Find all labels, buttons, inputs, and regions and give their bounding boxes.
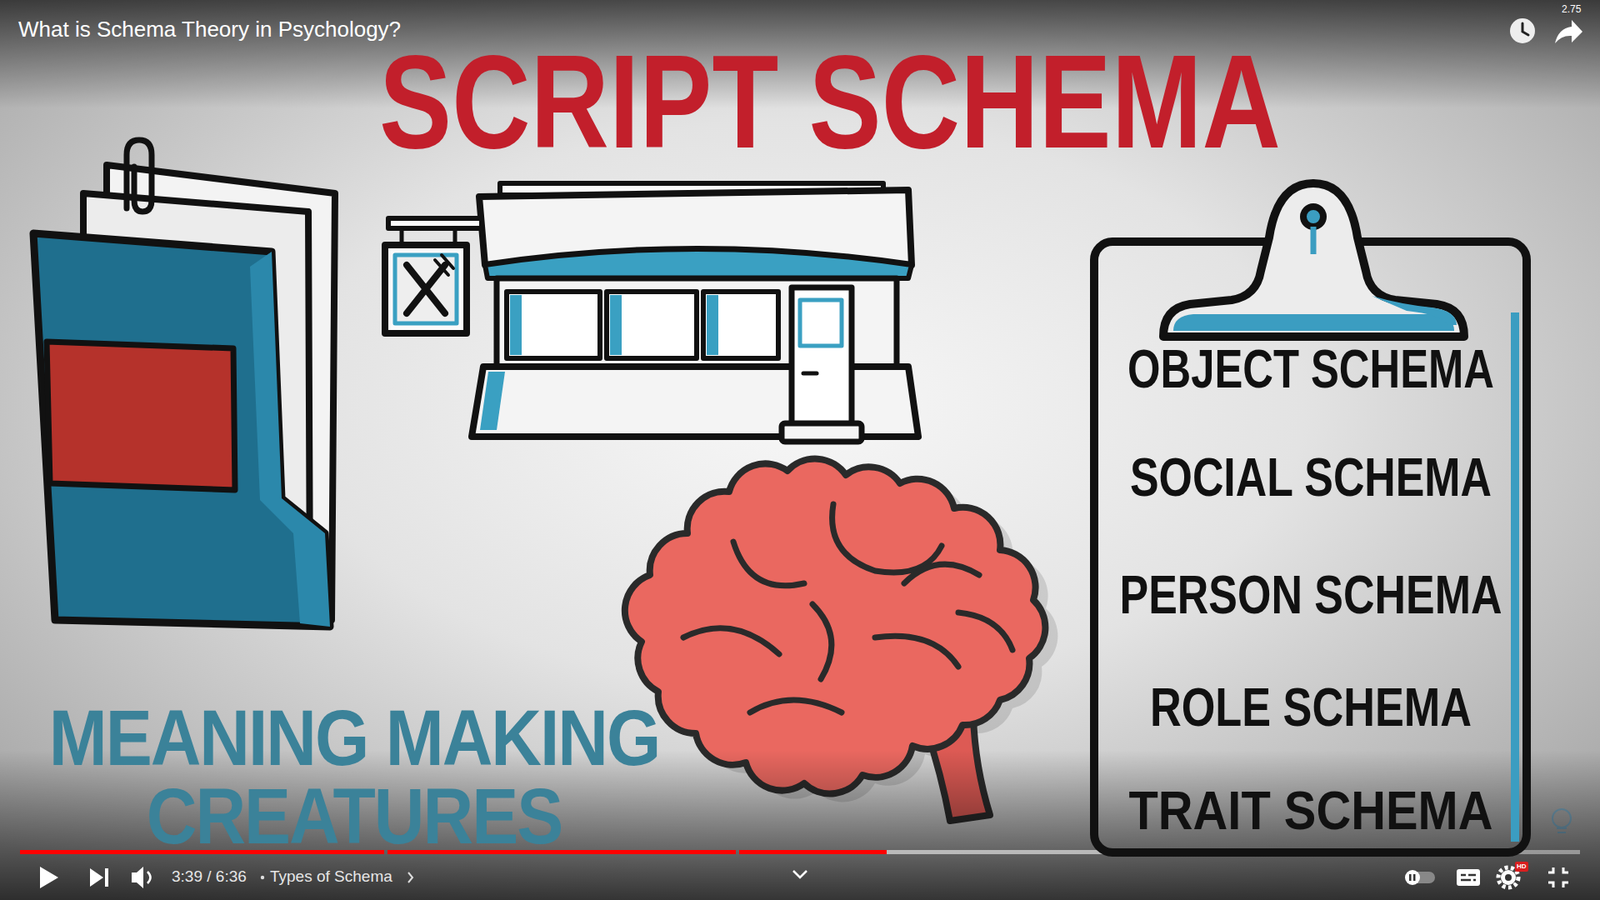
restaurant-illustration-part — [406, 265, 445, 314]
player-controls-part — [147, 871, 151, 884]
brain-illustration-part — [875, 635, 959, 667]
clipboard-outline-part — [1173, 314, 1455, 331]
time-display: 3:39 / 6:36 — [171, 867, 247, 887]
slide-heading: SCRIPT SCHEMA — [379, 35, 1281, 169]
restaurant-illustration-part — [781, 423, 862, 442]
restaurant-illustration-part — [791, 287, 852, 425]
restaurant-illustration-part — [385, 245, 467, 334]
player-controls-part — [1413, 874, 1416, 881]
brain-illustration-part — [958, 612, 1013, 650]
player-controls-part — [260, 875, 265, 880]
brain-illustration-part — [832, 504, 942, 573]
brain-illustration-part — [733, 541, 805, 586]
player-controls-part — [40, 866, 59, 889]
folder-illustration-part — [126, 140, 152, 212]
restaurant-illustration-part — [706, 295, 719, 355]
folder-illustration-part — [250, 251, 330, 627]
player-controls-part — [1456, 869, 1480, 886]
schema-type: OBJECT SCHEMA — [1127, 342, 1495, 396]
brain-illustration-part — [812, 604, 832, 680]
video-title: What is Schema Theory in Psychology? — [18, 16, 401, 43]
schema-type: SOCIAL SCHEMA — [1130, 450, 1492, 505]
clipboard-outline-part — [1510, 312, 1520, 842]
clipboard-list: OBJECT SCHEMA SOCIAL SCHEMA PERSON SCHEMA R… — [1090, 237, 1531, 857]
clipboard-outline-part — [1371, 295, 1457, 325]
clipboard-outline — [1090, 237, 1531, 857]
player-controls-part — [1409, 874, 1412, 881]
restaurant-illustration-part — [800, 300, 842, 346]
clipboard-outline-part — [1163, 183, 1465, 337]
player-controls-part — [1505, 874, 1512, 881]
player-controls-part — [105, 868, 109, 887]
restaurant-illustration-part — [435, 255, 454, 275]
player-controls-part — [1460, 875, 1476, 880]
player-controls — [40, 866, 1569, 889]
chapter-title: Types of Schema — [270, 867, 393, 887]
folder-illustration — [33, 140, 335, 627]
schema-type: TRAIT SCHEMA — [1128, 784, 1493, 838]
restaurant-illustration-part — [485, 249, 912, 279]
brain-illustration-part — [683, 628, 780, 655]
top-icons — [1510, 18, 1583, 44]
restaurant-illustration-part — [506, 291, 600, 359]
progress-bar-part — [739, 850, 887, 855]
player-controls-part — [1405, 870, 1420, 885]
restaurant-illustration-part — [510, 295, 522, 355]
folder-illustration-part — [46, 341, 235, 490]
brain-illustration-part — [750, 700, 842, 713]
playback-speed: 2.75 — [1561, 3, 1581, 15]
top-icons-part — [1522, 23, 1529, 35]
schema-type: ROLE SCHEMA — [1150, 680, 1472, 735]
brain-illustration-part — [625, 459, 1046, 795]
schema-type: PERSON SCHEMA — [1119, 568, 1502, 622]
slide-caption: MEANING MAKING CREATURES — [20, 698, 688, 855]
restaurant-illustration-part — [606, 291, 697, 359]
hd-badge: HD — [1515, 861, 1529, 872]
clipboard-outline-part — [1310, 226, 1317, 255]
player-controls-part — [1548, 867, 1569, 888]
player-controls-part — [793, 870, 807, 878]
player-controls-part — [90, 868, 104, 887]
restaurant-illustration-part — [703, 291, 779, 359]
player-controls-part — [408, 872, 413, 883]
folder-illustration-part — [33, 233, 330, 627]
top-icons-part — [1510, 18, 1535, 44]
brain-illustration-part — [904, 564, 980, 584]
player-controls-part — [1500, 870, 1516, 885]
restaurant-illustration — [385, 183, 919, 442]
restaurant-illustration-part — [480, 371, 505, 430]
top-icons-part — [1555, 20, 1583, 44]
restaurant-illustration-part — [803, 371, 817, 376]
player-controls-part — [131, 866, 144, 889]
restaurant-illustration-part — [610, 295, 622, 355]
restaurant-illustration-part — [395, 255, 457, 324]
clipboard-outline-part — [1303, 206, 1324, 227]
